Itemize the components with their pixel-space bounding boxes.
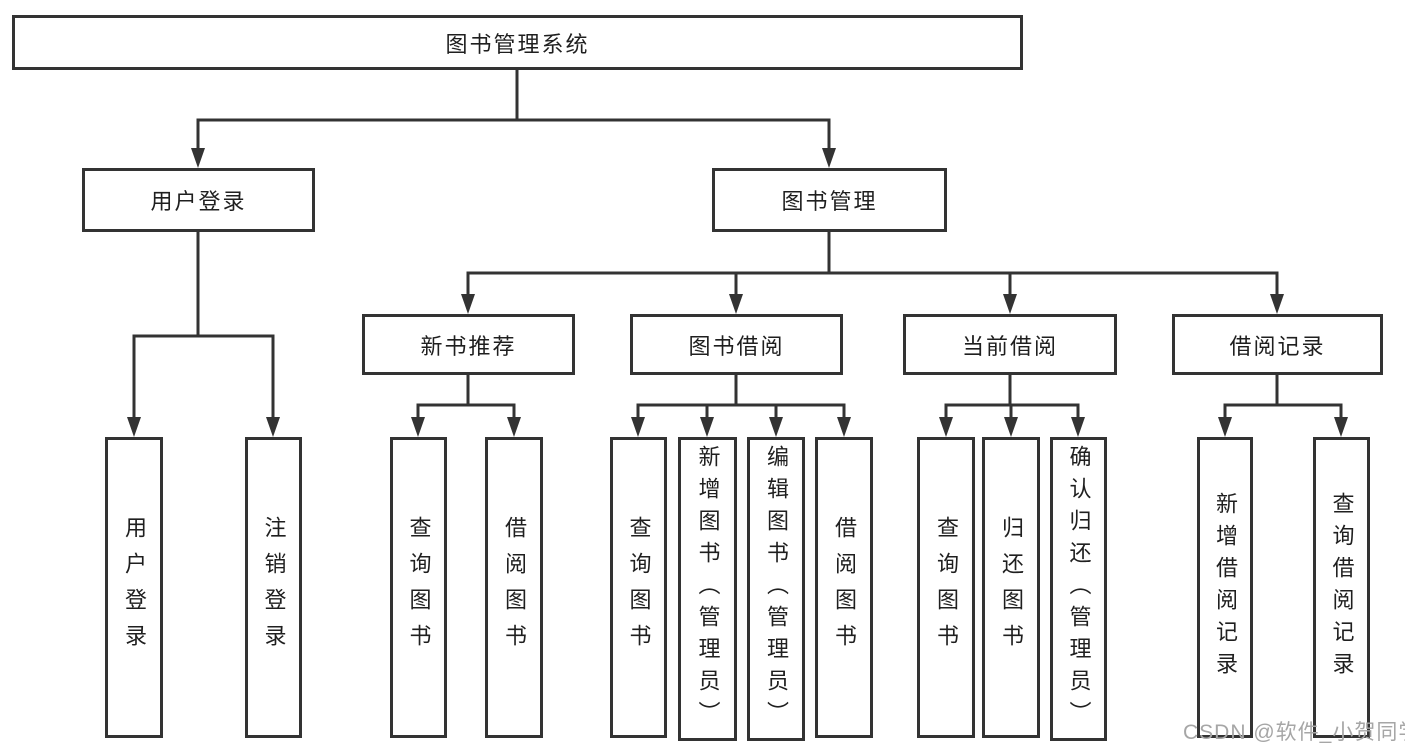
leaf-user-login-label: 用户登录 [122,515,147,660]
leaf-query-books-current: 查询图书 [917,437,975,738]
leaf-query-books-recommend: 查询图书 [390,437,447,738]
leaf-logout-label: 注销登录 [261,515,287,660]
node-current-borrowing-label: 当前借阅 [961,333,1058,359]
node-book-management: 图书管理 [712,168,947,232]
leaf-confirm-return-admin: 确认归还（管理员） [1050,437,1107,741]
node-user-login: 用户登录 [82,168,315,232]
node-book-management-label: 图书管理 [781,189,878,214]
node-new-book-recommend: 新书推荐 [362,314,575,375]
leaf-add-books-admin: 新增图书（管理员） [678,437,737,741]
leaf-query-books-borrowing: 查询图书 [610,437,667,738]
node-new-book-recommend-label: 新书推荐 [420,333,517,359]
csdn-watermark: CSDN @软件_小贺同学 [1183,721,1405,744]
leaf-borrow-books-recommend: 借阅图书 [485,437,543,738]
leaf-query-borrow-record: 查询借阅记录 [1313,437,1370,738]
node-book-borrowing: 图书借阅 [630,314,843,375]
leaf-edit-books-admin: 编辑图书（管理员） [747,437,805,741]
leaf-query-borrow-record-label: 查询借阅记录 [1329,491,1355,684]
leaf-add-borrow-record: 新增借阅记录 [1197,437,1253,738]
leaf-edit-books-admin-label: 编辑图书（管理员） [764,445,789,733]
leaf-return-books-label: 归还图书 [999,515,1024,660]
leaf-borrow-books: 借阅图书 [815,437,873,738]
leaf-borrow-books-recommend-label: 借阅图书 [502,515,527,660]
leaf-confirm-return-admin-label: 确认归还（管理员） [1066,445,1092,733]
node-root: 图书管理系统 [12,15,1023,70]
leaf-query-books-borrowing-label: 查询图书 [626,515,652,660]
node-user-login-label: 用户登录 [150,189,247,214]
leaf-logout: 注销登录 [245,437,302,738]
leaf-add-borrow-record-label: 新增借阅记录 [1213,491,1238,684]
node-root-label: 图书管理系统 [445,31,590,57]
leaf-query-books-recommend-label: 查询图书 [406,515,432,660]
node-borrowing-records: 借阅记录 [1172,314,1383,375]
leaf-query-books-current-label: 查询图书 [934,515,959,660]
leaf-return-books: 归还图书 [982,437,1040,738]
leaf-user-login: 用户登录 [105,437,163,738]
node-current-borrowing: 当前借阅 [903,314,1117,375]
leaf-borrow-books-label: 借阅图书 [832,515,857,660]
node-book-borrowing-label: 图书借阅 [688,333,785,359]
leaf-add-books-admin-label: 新增图书（管理员） [695,445,721,733]
node-borrowing-records-label: 借阅记录 [1229,333,1326,359]
